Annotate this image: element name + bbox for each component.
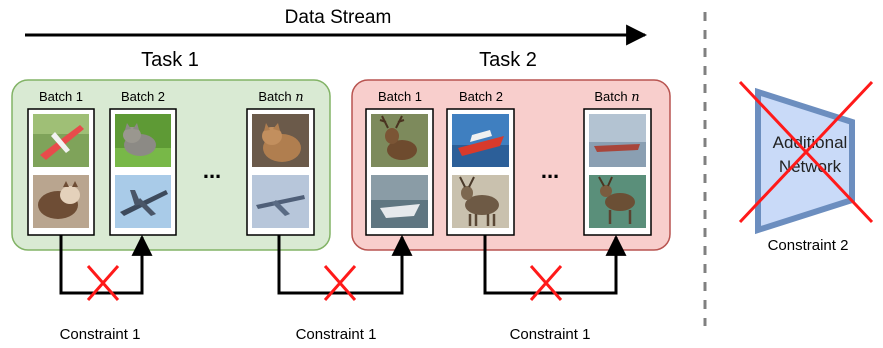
- data-stream-label: Data Stream: [285, 7, 392, 28]
- airplane-image: [252, 175, 309, 228]
- batch-label: Batch 1: [378, 89, 422, 104]
- task-1-ellipsis: ...: [203, 158, 221, 183]
- cat-on-grass-image: [115, 114, 171, 167]
- constraint-2-label: Constraint 2: [768, 237, 849, 254]
- task-2-batch-2: Batch 2: [446, 89, 515, 236]
- constraint-1-label: Constraint 1: [296, 326, 377, 343]
- task-2-batch-n: Batch n: [583, 89, 652, 236]
- constraint-1-label: Constraint 1: [510, 326, 591, 343]
- batch-label: Batch 2: [121, 89, 165, 104]
- data-stream: Data Stream: [25, 7, 648, 46]
- batch-label: Batch n: [258, 89, 303, 105]
- task-2-title: Task 2: [479, 49, 537, 71]
- deer-image: [589, 175, 646, 228]
- cross-icon: [738, 80, 874, 224]
- constraint-1-connector-a: Constraint 1: [59, 234, 153, 343]
- network-label-line-2: Network: [779, 157, 842, 176]
- cross-icon: [323, 265, 357, 301]
- airplane-toy-image: [33, 114, 89, 167]
- task-1-batch-n: Batch n: [246, 89, 315, 236]
- constraint-1-connector-c: Constraint 1: [483, 234, 627, 343]
- constraint-1-label: Constraint 1: [60, 326, 141, 343]
- cross-icon: [529, 265, 563, 301]
- task-1-title: Task 1: [141, 49, 199, 71]
- constraint-1-connector-b: Constraint 1: [277, 234, 413, 343]
- task-2-batch-1: Batch 1: [365, 89, 434, 236]
- ship-image: [452, 114, 509, 167]
- deer-image: [371, 114, 428, 167]
- batch-label: Batch n: [594, 89, 639, 105]
- task-1-batch-1: Batch 1: [27, 89, 95, 236]
- cat-image: [252, 114, 309, 167]
- deer-image: [452, 175, 509, 228]
- task-2-ellipsis: ...: [541, 158, 559, 183]
- batch-label: Batch 2: [459, 89, 503, 104]
- task-1-batch-2: Batch 2: [109, 89, 177, 236]
- cross-icon: [86, 265, 120, 301]
- additional-network: Additional Network Constraint 2: [738, 80, 874, 254]
- cat-image: [33, 175, 89, 228]
- airplane-image: [115, 175, 171, 228]
- boat-image: [371, 175, 428, 228]
- batch-label: Batch 1: [39, 89, 83, 104]
- ship-image: [589, 114, 646, 167]
